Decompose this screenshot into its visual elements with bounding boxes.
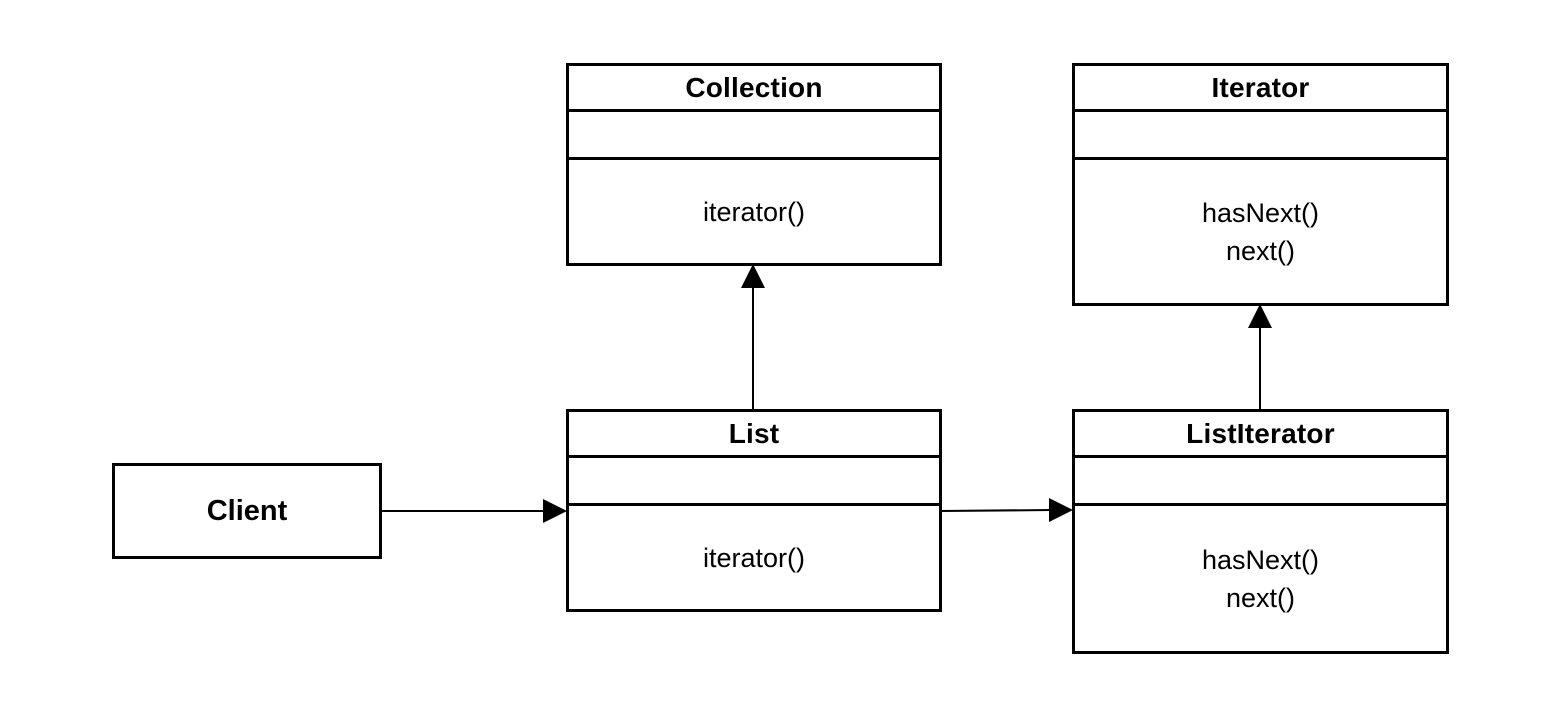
- listiterator-class[interactable]: ListIterator hasNext() next(): [1072, 409, 1449, 654]
- collection-operation: iterator(): [702, 196, 805, 227]
- listiterator-operation: hasNext(): [1201, 544, 1320, 575]
- list-class[interactable]: List iterator(): [566, 409, 942, 612]
- client-box[interactable]: Client: [112, 463, 382, 559]
- iterator-operation: hasNext(): [1201, 197, 1320, 228]
- list-attributes: [569, 458, 939, 506]
- listiterator-operations: hasNext() next(): [1075, 506, 1446, 651]
- iterator-attributes: [1075, 112, 1446, 160]
- list-to-listiterator-line: [939, 509, 1053, 512]
- list-operation: iterator(): [702, 542, 805, 573]
- collection-class[interactable]: Collection iterator(): [566, 63, 942, 266]
- iterator-operation: next(): [1225, 235, 1296, 266]
- list-to-listiterator-arrowhead: [1049, 498, 1073, 522]
- list-to-collection-arrowhead: [741, 264, 765, 288]
- collection-operations: iterator(): [569, 160, 939, 263]
- list-operations: iterator(): [569, 506, 939, 609]
- client-label: Client: [206, 494, 288, 527]
- listiterator-class-name: ListIterator: [1075, 412, 1446, 458]
- iterator-class-name: Iterator: [1075, 66, 1446, 112]
- listiterator-to-iterator-arrowhead: [1248, 304, 1272, 328]
- collection-class-name: Collection: [569, 66, 939, 112]
- listiterator-attributes: [1075, 458, 1446, 506]
- client-to-list-arrowhead: [543, 499, 567, 523]
- iterator-operations: hasNext() next(): [1075, 160, 1446, 303]
- collection-attributes: [569, 112, 939, 160]
- iterator-class[interactable]: Iterator hasNext() next(): [1072, 63, 1449, 306]
- list-class-name: List: [569, 412, 939, 458]
- listiterator-operation: next(): [1225, 582, 1296, 613]
